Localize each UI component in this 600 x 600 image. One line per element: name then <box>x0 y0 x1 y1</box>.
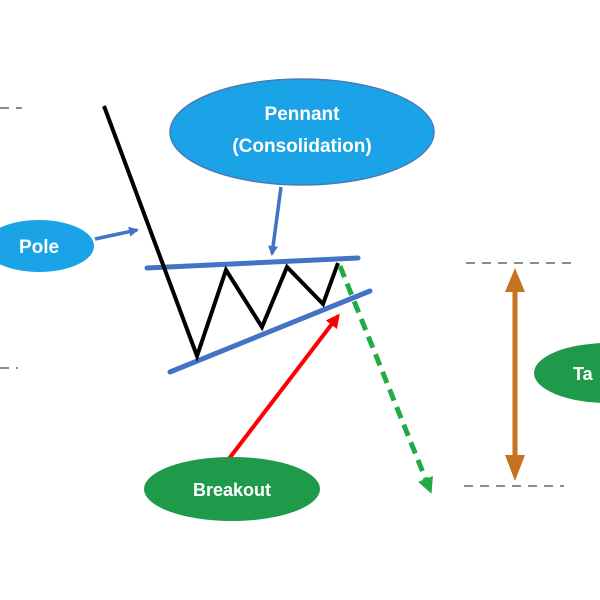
breakout-path-arrow <box>337 265 433 494</box>
lower-trend-line <box>167 288 373 375</box>
pennant-pointer-arrow <box>268 186 283 256</box>
consolidation-label: (Consolidation) <box>232 136 371 157</box>
target-arrow-top-head <box>505 268 525 292</box>
pole-pointer-arrow <box>94 226 139 241</box>
breakout-label: Breakout <box>193 480 271 500</box>
breakout-callout <box>144 457 320 521</box>
target-callout <box>534 343 600 403</box>
pole-label: Pole <box>19 237 59 258</box>
pennant-callout <box>169 78 435 186</box>
pole-callout <box>0 220 94 272</box>
target-arrow-bottom-head <box>505 455 525 481</box>
pennant-label: Pennant <box>265 104 341 125</box>
target-label: Ta <box>573 364 594 384</box>
price-line <box>102 105 340 362</box>
breakout-pointer-arrow <box>226 313 340 462</box>
upper-trend-line <box>144 255 361 271</box>
